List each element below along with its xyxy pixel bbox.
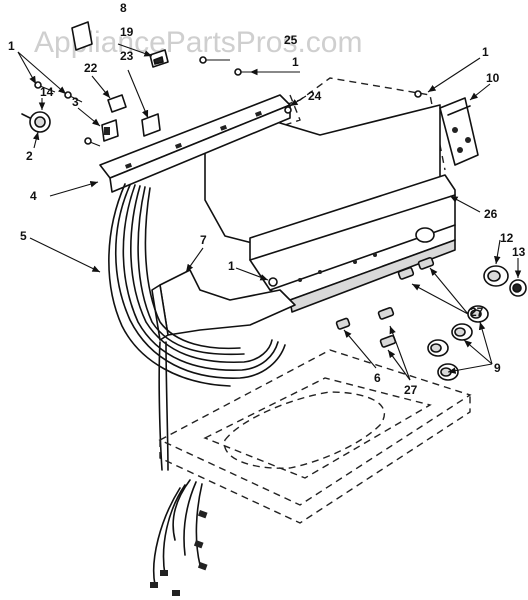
lower-harness: [150, 479, 208, 596]
callout-1-right: 1: [482, 45, 489, 59]
side-bracket: [439, 97, 479, 166]
callout-7: 7: [200, 233, 207, 247]
springs: [335, 256, 435, 348]
callout-12: 12: [500, 231, 514, 245]
callout-4: 4: [30, 189, 37, 203]
callout-24: 24: [308, 89, 322, 103]
callout-8: 8: [120, 1, 127, 15]
callout-1-center: 1: [228, 259, 235, 273]
callout-13: 13: [512, 245, 526, 259]
wire-harness: [108, 183, 286, 471]
callout-3: 3: [72, 95, 79, 109]
callout-1-top: 1: [292, 55, 299, 69]
callout-25: 25: [284, 33, 298, 47]
callout-10: 10: [486, 71, 500, 85]
cabinet-outline-lower: [158, 349, 472, 524]
leader-arrows: [17, 43, 522, 381]
callout-9: 9: [494, 361, 501, 375]
callout-22: 22: [84, 61, 98, 75]
callout-2: 2: [26, 149, 33, 163]
console-hole: [415, 227, 435, 243]
callout-26: 26: [484, 207, 498, 221]
callout-5: 5: [20, 229, 27, 243]
console-panel: [204, 104, 456, 313]
callout-1-left: 1: [8, 39, 15, 53]
callout-27-lower: 27: [404, 383, 418, 397]
callout-14: 14: [40, 85, 54, 99]
callout-23: 23: [120, 49, 134, 63]
upper-hardware: [21, 21, 422, 287]
control-knobs: [483, 265, 527, 297]
callout-labels: 1 14 2 3 4 5 7 1 8 19 22 23 25 1 24 1 10…: [8, 1, 526, 397]
callout-6: 6: [374, 371, 381, 385]
callout-27-right: 27: [470, 305, 484, 319]
callout-19: 19: [120, 25, 134, 39]
